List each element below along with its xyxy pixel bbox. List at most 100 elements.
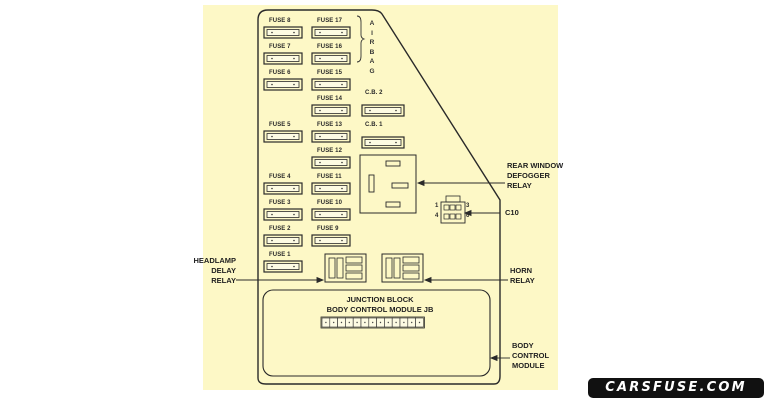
connector-pin [418,321,421,324]
fuse-right-9 [311,234,351,247]
connector-pin [364,321,366,324]
fuse-terminal [319,213,321,216]
callout-horn-relay: HORN RELAY [510,266,535,286]
callout-line: HORN [510,266,533,275]
fuse-label: FUSE 5 [269,122,291,128]
c10-pin-6: 6 [466,213,470,219]
fuse-body [311,78,351,91]
fuse-terminal [271,135,273,138]
fuse-element [364,107,402,114]
fuse-terminal [293,83,295,86]
fuse-left-5 [263,182,303,195]
fuse-element [266,81,300,88]
fuse-body [311,156,351,169]
fuse-terminal [271,265,273,268]
fuse-right-8 [311,208,351,221]
fuse-left-6 [263,208,303,221]
fuse-terminal [271,83,273,86]
fuse-body [311,26,351,39]
fuse-body [263,208,303,221]
fuse-terminal [319,135,321,138]
fuse-label: FUSE 17 [317,18,343,24]
fuse-element [314,81,348,88]
fuse-label: FUSE 7 [269,44,291,50]
connector-pin [356,321,358,324]
fuse-terminal [369,141,371,144]
fuse-terminal [369,109,371,112]
fuse-terminal [271,239,273,242]
junction-block-title: JUNCTION BLOCK BODY CONTROL MODULE JB [300,295,460,315]
fuse-label: FUSE 6 [269,70,291,76]
fuse-body [263,130,303,143]
fuse-terminal [271,57,273,60]
fuse-left-2 [263,52,303,65]
fuse-label: FUSE 10 [317,200,343,206]
fuse-label: FUSE 13 [317,122,343,128]
fuse-label: FUSE 8 [269,18,291,24]
fuse-body [311,234,351,247]
fuse-terminal [395,141,397,144]
fuse-label: FUSE 16 [317,44,343,50]
callout-line: CONTROL [512,351,550,360]
fuse-right-2 [311,52,351,65]
callout-line: DELAY [211,266,236,275]
fuse-body [311,130,351,143]
fuse-left-3 [263,78,303,91]
fuse-label: FUSE 11 [317,174,342,180]
fuse-label: FUSE 1 [269,252,291,258]
fuse-body [263,260,303,273]
carsfuse-watermark: CARSFUSE.COM [588,378,764,398]
fuse-right-1 [311,26,351,39]
fuse-right-4 [311,104,351,117]
fuse-element [266,185,300,192]
fuse-left-4 [263,130,303,143]
fuse-terminal [319,187,321,190]
fuse-body [263,182,303,195]
fuse-element [266,55,300,62]
fuse-body [263,234,303,247]
fuse-element [266,133,300,140]
callout-line: BODY [512,341,534,350]
cb1-label: C.B. 1 [365,122,383,128]
c10-pin-1: 1 [435,203,439,209]
fuse-element [314,211,348,218]
fuse-element [266,237,300,244]
fuse-terminal [293,57,295,60]
fuse-label: FUSE 15 [317,70,343,76]
fuse-element [266,29,300,36]
connector-pin [403,321,405,324]
junction-block-line2: BODY CONTROL MODULE JB [326,305,434,314]
fuse-label: FUSE 3 [269,200,291,206]
fuse-terminal [341,135,343,138]
fuse-terminal [319,83,321,86]
airbag-letter: G [369,67,375,75]
c10-pin-4: 4 [435,213,439,219]
c10-pin-3: 3 [466,203,470,209]
fuse-terminal [395,109,397,112]
fuse-terminal [293,213,295,216]
fuse-body [311,104,351,117]
fuse-terminal [319,109,321,112]
connector-pin [348,321,350,324]
fuse-body [311,52,351,65]
callout-line: RELAY [510,276,535,285]
fuse-left-7 [263,234,303,247]
fuse-element [266,211,300,218]
fuse-body [263,78,303,91]
fuse-right-5 [311,130,351,143]
callout-line: RELAY [211,276,236,285]
fuse-body [361,136,405,149]
fuse-element [314,159,348,166]
connector-pin [340,321,343,324]
connector-pin [411,321,413,324]
fuse-label: FUSE 9 [317,226,339,232]
fuse-element [364,139,402,146]
connector-pin [379,321,382,324]
fuse-terminal [293,31,295,34]
fuse-terminal [293,187,295,190]
fuse-terminal [319,57,321,60]
fuse-element [314,237,348,244]
airbag-letter: R [369,39,375,46]
fuse-terminal [271,31,273,34]
fuse-terminal [341,83,343,86]
